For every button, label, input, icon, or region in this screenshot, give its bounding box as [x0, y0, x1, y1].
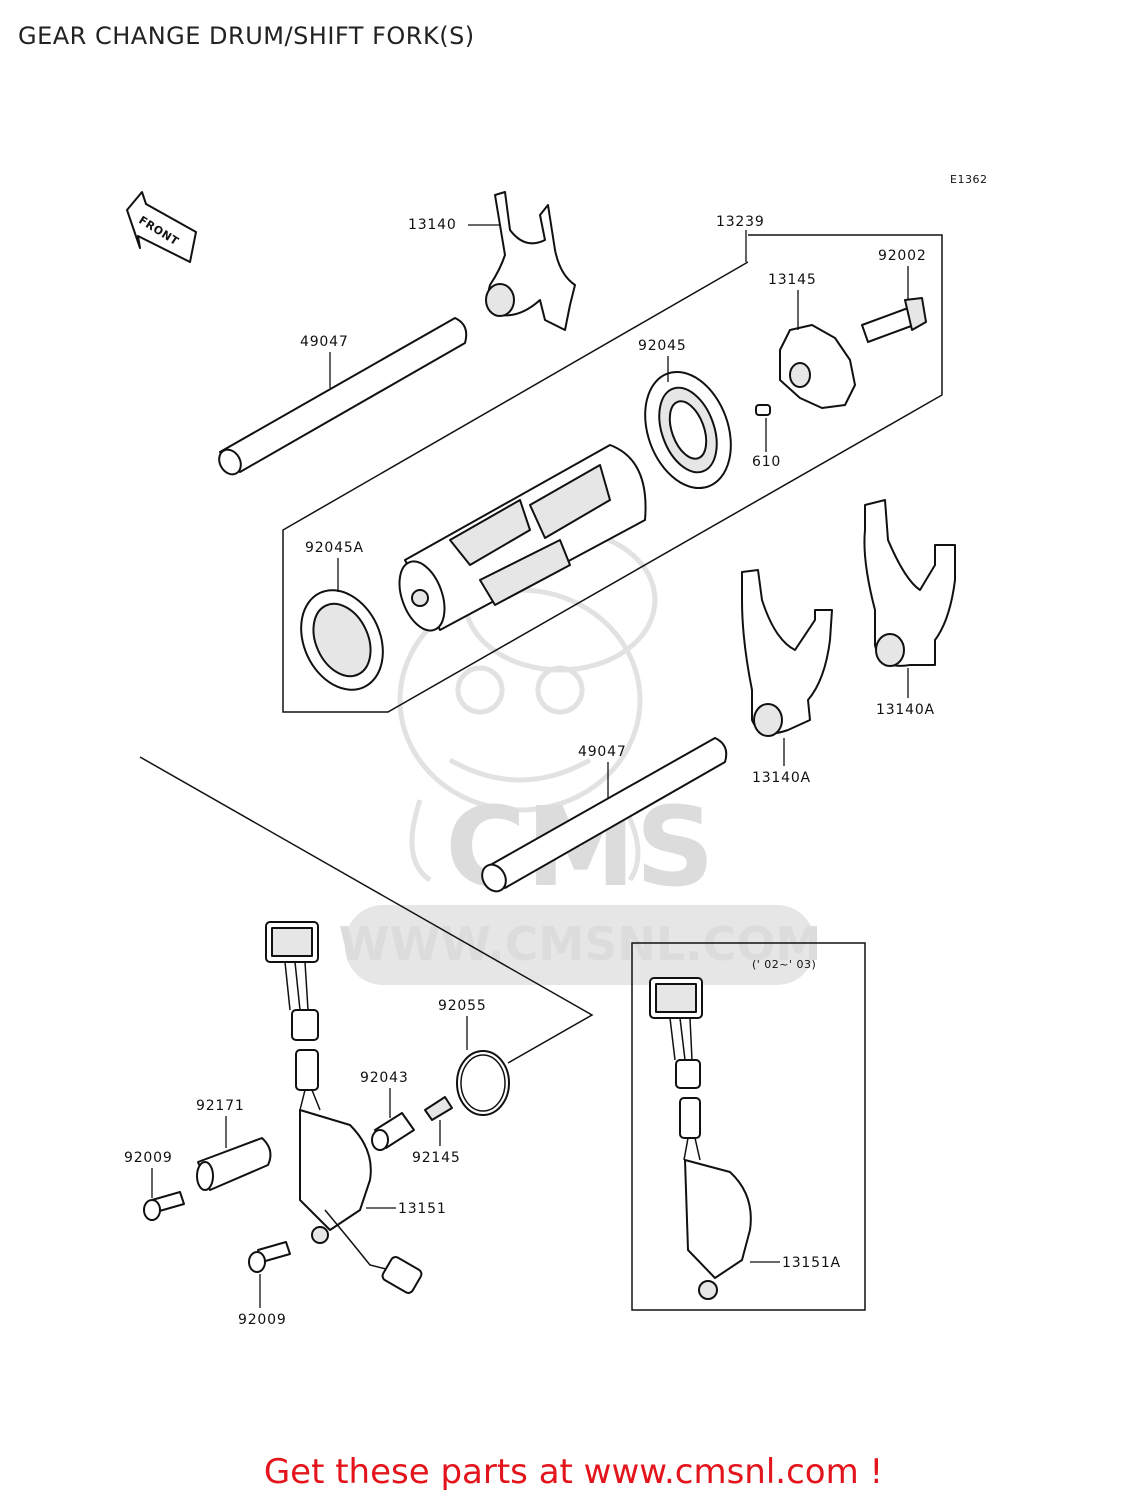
label-92043: 92043 [360, 1070, 409, 1086]
gear-change-drum [398, 444, 647, 632]
spring-92145 [424, 1096, 453, 1121]
shift-fork-13140A-left [741, 569, 833, 737]
label-92002: 92002 [878, 248, 927, 264]
shift-cam-13145 [779, 324, 856, 409]
o-ring-92055 [456, 1050, 510, 1116]
drum-assembly-bracket [282, 234, 943, 713]
shaft-49047-lower [481, 737, 728, 893]
exploded-parts-diagram: CMS WWW.CMSNL.COM E1362 FRONT 13140 4904… [124, 173, 987, 1328]
label-92055: 92055 [438, 998, 487, 1014]
label-13140A-right: 13140A [876, 702, 935, 718]
bearing-92045 [644, 370, 732, 490]
watermark-brand: CMS [445, 783, 714, 911]
label-92009-upper: 92009 [124, 1150, 173, 1166]
bracket-92171 [196, 1137, 272, 1191]
pin-610 [755, 404, 771, 416]
shift-fork-13140 [485, 191, 576, 331]
label-49047-lower: 49047 [578, 744, 627, 760]
label-92045A: 92045A [305, 540, 364, 556]
label-92145: 92145 [412, 1150, 461, 1166]
bearing-92045A [300, 589, 384, 691]
label-13151: 13151 [398, 1201, 447, 1217]
label-92009-lower: 92009 [238, 1312, 287, 1328]
bolt-92009-lower [248, 1241, 291, 1273]
neutral-switch-13151A [649, 977, 752, 1300]
plunger-92043 [371, 1112, 415, 1151]
front-arrow-icon: FRONT [126, 191, 197, 263]
variant-label: (' 02~' 03) [752, 958, 816, 971]
variant-box [631, 942, 866, 1311]
label-92171: 92171 [196, 1098, 245, 1114]
shift-fork-13140A-right [863, 499, 956, 667]
bolt-92002 [861, 297, 927, 343]
watermark-banner [345, 905, 815, 985]
label-49047-upper: 49047 [300, 334, 349, 350]
shaft-49047-upper [218, 317, 468, 476]
label-13140A-left: 13140A [752, 770, 811, 786]
bolt-92009-upper [143, 1191, 185, 1221]
label-13239: 13239 [716, 214, 765, 230]
label-13145: 13145 [768, 272, 817, 288]
neutral-switch-13151 [265, 921, 423, 1294]
label-13151A: 13151A [782, 1255, 841, 1271]
diagram-title: GEAR CHANGE DRUM/SHIFT FORK(S) [18, 22, 475, 50]
label-610: 610 [752, 454, 781, 470]
lower-assembly-bracket [139, 756, 594, 1064]
watermark-url: WWW.CMSNL.COM [339, 917, 822, 971]
label-92045: 92045 [638, 338, 687, 354]
diagram-code: E1362 [950, 173, 987, 186]
label-13140: 13140 [408, 217, 457, 233]
footer-promo-link[interactable]: Get these parts at www.cmsnl.com ! [263, 1452, 884, 1492]
